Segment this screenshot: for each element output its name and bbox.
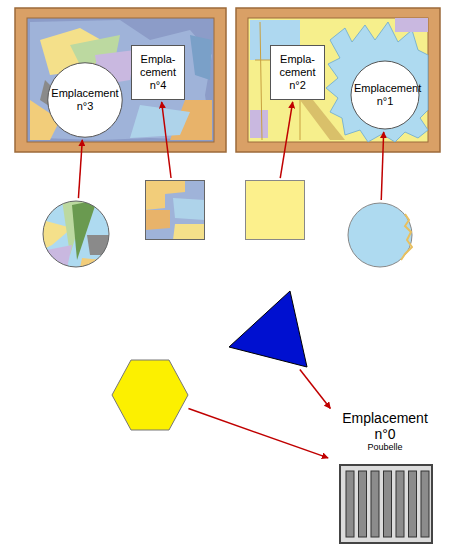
puzzle-piece-circle (42, 200, 110, 268)
arrow-connector (162, 102, 171, 178)
trash-bin: Emplacement n°0Poubelle (330, 410, 440, 546)
slot-label: Empla- cement n°2 (275, 53, 321, 93)
arrow-connector (300, 370, 331, 409)
arrow-connector (78, 140, 82, 198)
slot-label: Emplacement n°3 (51, 87, 119, 113)
shape-outline (145, 180, 205, 240)
puzzle-piece-yellow (245, 180, 305, 240)
arrow-connector (280, 102, 292, 178)
slot-box: Empla- cement n°4 (131, 45, 185, 100)
arrow-connector (381, 132, 383, 200)
puzzle-piece-square (145, 180, 205, 240)
puzzle-piece-blue (347, 202, 413, 268)
slot-circle: Emplacement n°1 (350, 60, 420, 130)
shape-outline (111, 358, 189, 432)
shape-outline (347, 202, 413, 268)
slot-label: Emplacement n°1 (354, 82, 416, 108)
slot-box: Empla- cement n°2 (270, 45, 325, 100)
blue-triangle (228, 290, 308, 368)
shape-outline (245, 180, 305, 240)
arrow-connector (188, 409, 328, 458)
bin-caption: Poubelle (367, 442, 402, 453)
slot-label: Empla- cement n°4 (135, 53, 181, 93)
shape-outline (42, 200, 110, 268)
yellow-hexagon (111, 358, 189, 432)
slot-circle: Emplacement n°3 (47, 62, 123, 138)
shape-outline (228, 290, 308, 368)
slot-label: Emplacement n°0 (335, 410, 435, 442)
